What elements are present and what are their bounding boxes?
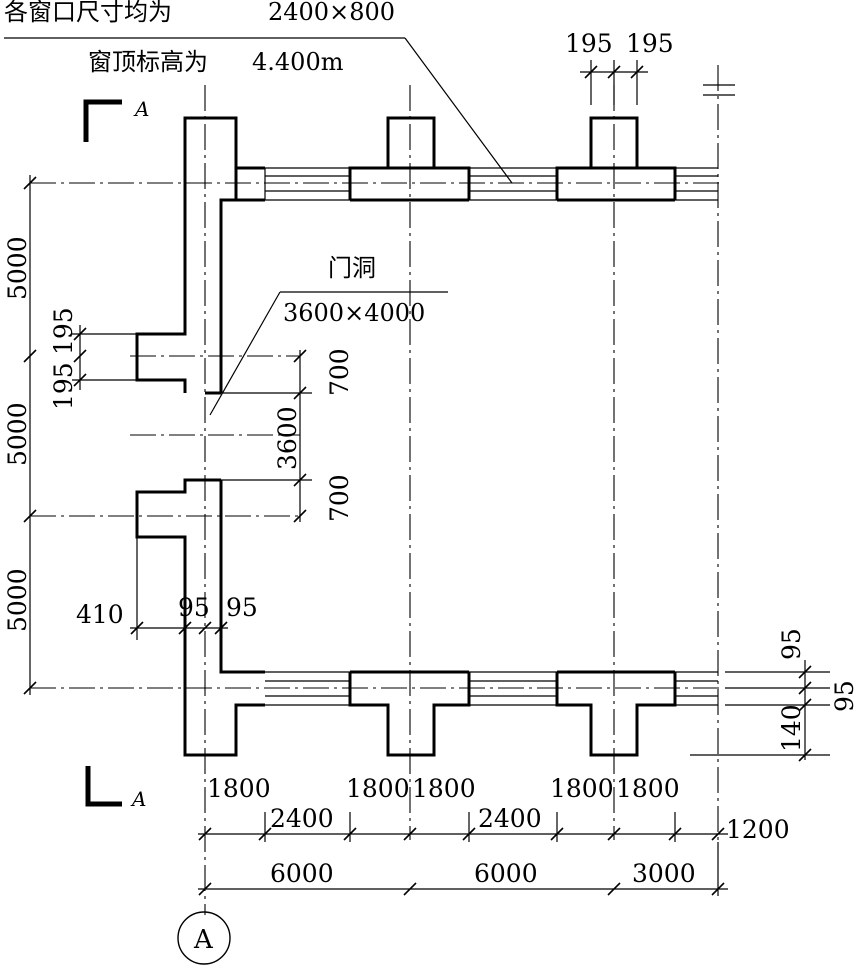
door-note-leader bbox=[209, 291, 281, 416]
window-note: 各窗口尺寸均为 2400×800 窗顶标高为 4.400m bbox=[4, 0, 513, 184]
dim-row1-1: 1800 bbox=[207, 774, 271, 803]
bottom-pilaster-2 bbox=[348, 672, 471, 757]
left-wall-lower-outer bbox=[135, 478, 265, 757]
left-wall-lower-inner bbox=[219, 480, 265, 674]
bottom-windows bbox=[265, 671, 718, 706]
dim-95-a: 95 bbox=[178, 593, 210, 622]
dim-5000-mid: 5000 bbox=[3, 402, 32, 466]
dim-195-top-right: 195 bbox=[626, 29, 674, 58]
dim-700-top: 700 bbox=[325, 348, 354, 396]
top-windows bbox=[264, 167, 718, 201]
top-pilaster-3 bbox=[555, 116, 677, 200]
dim-195-top-left: 195 bbox=[565, 29, 613, 58]
dim-140: 140 bbox=[777, 704, 806, 752]
dim-row2-2: 2400 bbox=[478, 804, 542, 833]
door-size: 3600×4000 bbox=[283, 299, 425, 327]
dim-700-bottom: 700 bbox=[325, 474, 354, 522]
dim-row1-5: 1800 bbox=[616, 774, 680, 803]
axis-lines bbox=[30, 65, 735, 915]
dim-left-5000: 5000 5000 5000 bbox=[3, 175, 37, 695]
axis-label: A bbox=[193, 925, 214, 955]
dim-row1-2: 1800 bbox=[346, 774, 410, 803]
section-letter-bottom: A bbox=[130, 787, 146, 811]
dim-pilaster: 410 95 95 bbox=[76, 537, 258, 640]
dim-row3-2: 6000 bbox=[474, 859, 538, 888]
axis-bubble-a: A bbox=[177, 911, 231, 965]
window-size-value: 2400×800 bbox=[268, 0, 395, 26]
dim-bottom-rows: 1800 1800 1800 1800 1800 2400 2400 1200 … bbox=[198, 774, 790, 896]
dim-row1-3: 1800 bbox=[412, 774, 476, 803]
window-note-leader bbox=[404, 37, 513, 184]
dim-95-right-b: 95 bbox=[830, 680, 857, 712]
dim-95-right-a: 95 bbox=[777, 628, 806, 660]
dim-410: 410 bbox=[76, 600, 124, 629]
window-top-prefix: 窗顶标高为 bbox=[88, 48, 208, 76]
door-label: 门洞 bbox=[328, 254, 376, 282]
top-wall-inner bbox=[219, 198, 265, 393]
bottom-pilaster-3 bbox=[555, 672, 677, 757]
dim-row2-end: 1200 bbox=[726, 815, 790, 844]
section-mark-top: A bbox=[83, 97, 149, 142]
dim-top-195: 195 195 bbox=[565, 29, 674, 105]
dim-95-b: 95 bbox=[226, 593, 258, 622]
dim-row3-1: 6000 bbox=[270, 859, 334, 888]
dim-left-195: 195 195 bbox=[49, 307, 137, 410]
dim-195-left-a: 195 bbox=[49, 307, 78, 355]
window-top-value: 4.400m bbox=[252, 48, 344, 76]
section-mark-bottom: A bbox=[85, 766, 146, 811]
door-note: 门洞 3600×4000 bbox=[209, 254, 448, 416]
dim-195-left-b: 195 bbox=[49, 362, 78, 410]
dim-5000-top: 5000 bbox=[3, 236, 32, 300]
section-letter-top: A bbox=[133, 97, 149, 121]
dim-row3-3: 3000 bbox=[632, 859, 696, 888]
dim-right-bottom: 95 95 140 bbox=[690, 628, 857, 762]
window-size-prefix: 各窗口尺寸均为 bbox=[4, 0, 172, 26]
dim-door: 700 3600 700 bbox=[221, 348, 354, 523]
dim-5000-bottom: 5000 bbox=[3, 568, 32, 632]
dim-row1-4: 1800 bbox=[550, 774, 614, 803]
top-wall-outer bbox=[135, 116, 238, 393]
dim-3600: 3600 bbox=[273, 406, 302, 470]
dim-row2-1: 2400 bbox=[270, 804, 334, 833]
walls bbox=[135, 116, 718, 757]
